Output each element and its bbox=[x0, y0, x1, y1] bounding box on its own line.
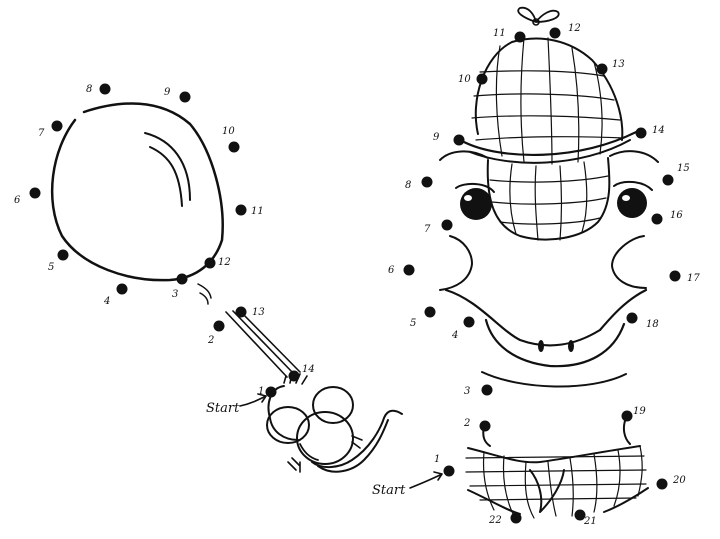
left-dot-1 bbox=[265, 386, 277, 398]
left-dot-label-3: 3 bbox=[172, 289, 178, 300]
right-dot-label-11: 11 bbox=[493, 28, 506, 39]
left-dot-label-4: 4 bbox=[103, 296, 110, 307]
left-dot-label-8: 8 bbox=[86, 84, 92, 95]
left-dot-14 bbox=[288, 370, 300, 382]
right-dot-15 bbox=[662, 174, 674, 186]
left-dot-10 bbox=[228, 141, 240, 153]
left-dot-label-2: 2 bbox=[207, 335, 214, 346]
left-drawing: Start bbox=[50, 102, 403, 473]
right-dot-label-21: 21 bbox=[583, 516, 597, 527]
right-dot-17 bbox=[669, 270, 681, 282]
right-dot-2 bbox=[479, 420, 491, 432]
left-start-label: Start bbox=[206, 401, 240, 416]
right-dot-14 bbox=[635, 127, 647, 139]
left-dot-11 bbox=[235, 204, 247, 216]
left-dot-label-6: 6 bbox=[14, 195, 21, 206]
right-dot-label-12: 12 bbox=[568, 23, 581, 34]
right-start-label: Start bbox=[372, 483, 406, 498]
right-dot-8 bbox=[421, 176, 433, 188]
right-dot-label-14: 14 bbox=[652, 125, 665, 136]
left-dot-13 bbox=[235, 306, 247, 318]
right-dot-22 bbox=[510, 512, 522, 524]
right-dot-16 bbox=[651, 213, 663, 225]
right-dot-10 bbox=[476, 73, 488, 85]
left-dot-label-5: 5 bbox=[48, 262, 54, 273]
right-dot-1 bbox=[443, 465, 455, 477]
right-dot-label-8: 8 bbox=[405, 180, 411, 191]
right-dot-label-6: 6 bbox=[388, 265, 395, 276]
right-dot-label-19: 19 bbox=[633, 406, 646, 417]
right-dot-label-20: 20 bbox=[672, 475, 686, 486]
left-dot-label-10: 10 bbox=[222, 126, 235, 137]
left-dot-label-12: 12 bbox=[218, 257, 231, 268]
right-dot-5 bbox=[424, 306, 436, 318]
right-dot-6 bbox=[403, 264, 415, 276]
left-dot-5 bbox=[57, 249, 69, 261]
right-dot-label-3: 3 bbox=[464, 386, 470, 397]
right-dot-18 bbox=[626, 312, 638, 324]
right-dot-label-2: 2 bbox=[463, 418, 470, 429]
right-dot-label-10: 10 bbox=[458, 74, 471, 85]
right-dot-19 bbox=[621, 410, 633, 422]
right-dot-11 bbox=[514, 31, 526, 43]
left-dot-label-1: 1 bbox=[258, 386, 264, 397]
left-dot-label-7: 7 bbox=[38, 128, 45, 139]
left-dot-12 bbox=[204, 257, 216, 269]
right-dot-label-13: 13 bbox=[612, 59, 625, 70]
right-dot-9 bbox=[453, 134, 465, 146]
left-dot-label-13: 13 bbox=[252, 307, 265, 318]
right-dot-label-15: 15 bbox=[677, 163, 690, 174]
left-dot-8 bbox=[99, 83, 111, 95]
right-dot-label-4: 4 bbox=[451, 330, 458, 341]
right-dot-4 bbox=[463, 316, 475, 328]
right-dot-3 bbox=[481, 384, 493, 396]
right-dot-label-16: 16 bbox=[670, 210, 683, 221]
right-dot-20 bbox=[656, 478, 668, 490]
right-dot-12 bbox=[549, 27, 561, 39]
right-dot-21 bbox=[574, 509, 586, 521]
right-drawing: Start bbox=[372, 6, 659, 519]
right-dot-label-17: 17 bbox=[687, 273, 700, 284]
left-dot-6 bbox=[29, 187, 41, 199]
right-dot-label-7: 7 bbox=[424, 224, 431, 235]
left-dot-label-14: 14 bbox=[302, 364, 315, 375]
right-dot-7 bbox=[441, 219, 453, 231]
left-dot-label-9: 9 bbox=[164, 87, 171, 98]
right-dot-13 bbox=[596, 63, 608, 75]
left-dot-3 bbox=[176, 273, 188, 285]
left-dot-9 bbox=[179, 91, 191, 103]
left-dot-2 bbox=[213, 320, 225, 332]
right-dot-label-5: 5 bbox=[410, 318, 416, 329]
left-dot-label-11: 11 bbox=[251, 206, 264, 217]
right-dot-label-1: 1 bbox=[434, 454, 440, 465]
right-dot-label-18: 18 bbox=[646, 319, 659, 330]
right-dot-label-9: 9 bbox=[433, 132, 440, 143]
left-dot-4 bbox=[116, 283, 128, 295]
right-dot-label-22: 22 bbox=[488, 515, 502, 526]
left-dot-7 bbox=[51, 120, 63, 132]
